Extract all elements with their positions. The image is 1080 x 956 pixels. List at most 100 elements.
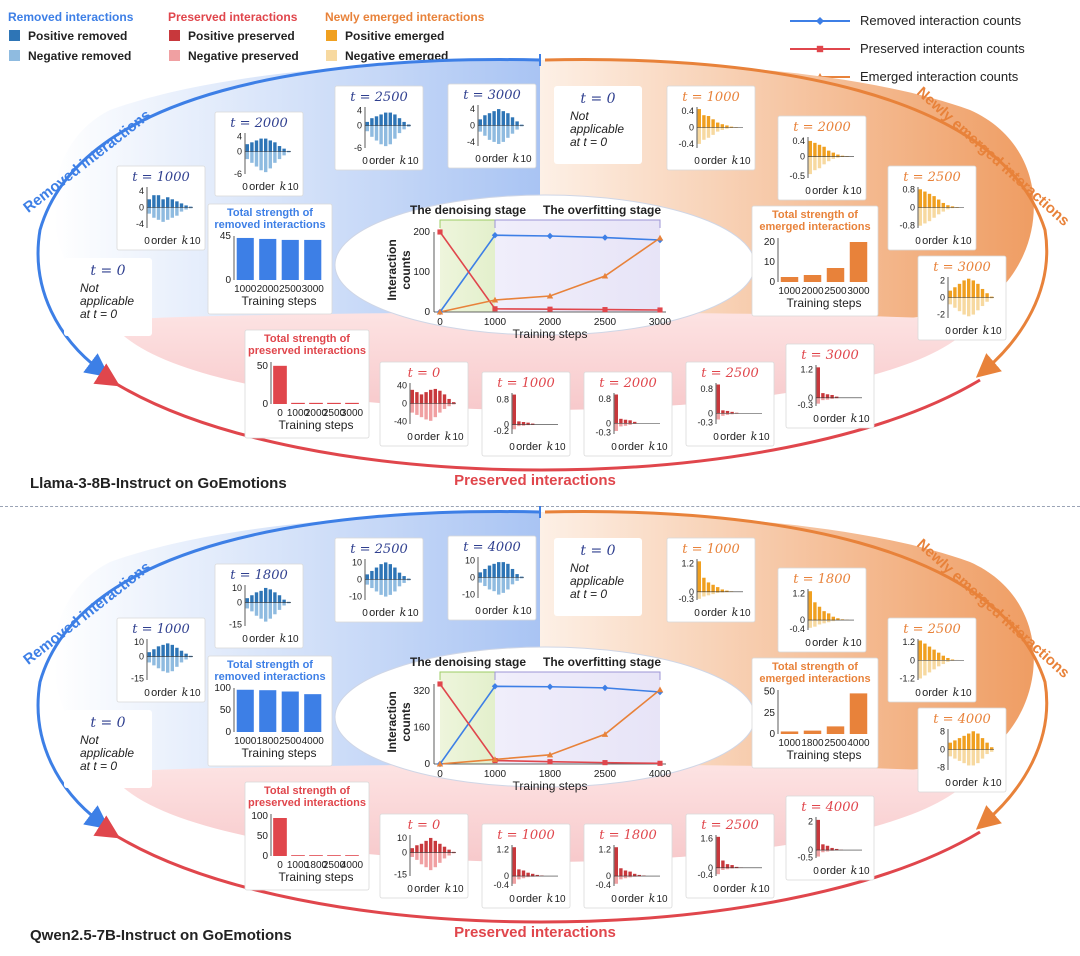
strength-x-tick: 1800 — [305, 860, 328, 871]
positive-bar — [520, 124, 524, 126]
positive-bar — [948, 742, 952, 750]
mini-chart-title: t = 2500 — [903, 170, 960, 185]
strength-bar — [273, 818, 287, 856]
strength-y-tick: 50 — [257, 361, 269, 372]
mini-x-tick: 0 — [805, 638, 811, 649]
positive-bar — [287, 601, 291, 603]
positive-bar — [721, 410, 725, 414]
negative-bar — [831, 620, 835, 622]
positive-bar — [976, 733, 980, 750]
mini-x-var: k — [445, 882, 452, 895]
positive-bar — [170, 199, 174, 208]
strength-y-tick: 0 — [769, 277, 775, 288]
negative-bar — [166, 207, 170, 220]
positive-bar — [179, 203, 184, 208]
strength-y-tick: 50 — [764, 687, 776, 698]
mini-y-tick: -6 — [354, 143, 362, 153]
strength-bar — [327, 402, 341, 404]
panel-separator — [0, 506, 1080, 507]
positive-bar — [520, 576, 524, 578]
positive-bar — [953, 287, 957, 298]
na-title: t = 0 — [90, 715, 125, 731]
positive-bar — [184, 653, 188, 657]
mini-x-tick: 10 — [554, 894, 566, 905]
negative-bar — [152, 656, 156, 666]
strength-bar — [304, 239, 322, 280]
positive-bar — [985, 742, 989, 750]
negative-bar — [245, 151, 249, 160]
mini-chart-title: t = 2500 — [701, 366, 758, 381]
strength-title: preserved interactions — [248, 797, 366, 809]
strength-title: removed interactions — [214, 219, 325, 231]
positive-bar — [808, 591, 812, 621]
positive-bar — [813, 142, 817, 157]
positive-bar — [971, 280, 975, 298]
main-x-tick: 1800 — [539, 769, 562, 780]
series-point — [437, 229, 443, 235]
strength-title: Total strength of — [772, 661, 858, 673]
strength-x-tick: 1000 — [778, 286, 801, 297]
mini-x-tick: 0 — [915, 688, 921, 699]
mini-x-tick: 0 — [407, 432, 413, 443]
mini-chart-title: t = 1000 — [497, 376, 554, 391]
strength-frame — [751, 205, 879, 317]
mini-chart-frame — [583, 823, 673, 909]
negative-bar — [619, 423, 623, 427]
strength-x-tick: 1000 — [778, 738, 801, 749]
negative-bar — [379, 125, 383, 145]
mini-y-tick: 4 — [237, 132, 242, 142]
negative-bar — [937, 207, 941, 215]
mini-chart-title: t = 4000 — [933, 712, 990, 727]
strength-x-tick: 3000 — [302, 284, 325, 295]
negative-bar — [531, 876, 535, 877]
series-point — [547, 306, 553, 312]
negative-bar — [175, 207, 179, 216]
positive-bar — [478, 119, 482, 126]
mini-chart-title: t = 1800 — [230, 568, 287, 583]
negative-bar — [971, 749, 975, 766]
negative-bar — [808, 156, 812, 175]
mini-y-tick: 0 — [139, 203, 144, 213]
positive-bar — [535, 874, 539, 877]
series-point — [546, 683, 554, 690]
main-x-tick: 0 — [437, 769, 443, 780]
negative-bar — [515, 125, 519, 130]
negative-bar — [388, 125, 392, 145]
main-y-tick: 100 — [413, 267, 430, 278]
negative-bar — [521, 424, 526, 426]
positive-bar — [702, 115, 706, 128]
mini-x-var: k — [983, 776, 990, 789]
negative-bar — [402, 579, 406, 583]
mini-chart-frame — [685, 361, 775, 447]
mini-x-tick: 10 — [520, 154, 532, 165]
mini-x-tick: 0 — [713, 432, 719, 443]
mini-x-label: order — [414, 883, 440, 895]
mini-x-label: order — [701, 155, 727, 167]
positive-bar — [407, 578, 411, 580]
mini-x-tick: 0 — [362, 156, 368, 167]
negative-bar — [716, 127, 720, 132]
legend-title: Removed interactions — [8, 10, 134, 24]
positive-bar — [156, 646, 161, 657]
strength-bar — [236, 689, 254, 732]
mini-chart-title: t = 0 — [408, 818, 441, 833]
negative-bar — [370, 125, 374, 137]
strength-x-label: Training steps — [242, 746, 317, 760]
mini-x-tick: 10 — [758, 432, 770, 443]
positive-bar — [730, 411, 734, 414]
positive-bar — [452, 851, 456, 853]
negative-bar — [419, 852, 424, 865]
negative-bar — [623, 423, 628, 426]
positive-bar — [706, 582, 711, 592]
positive-bar — [492, 111, 496, 126]
positive-bar — [384, 562, 388, 580]
positive-bar — [152, 195, 156, 208]
negative-bar — [433, 852, 437, 868]
mini-chart-frame — [481, 823, 571, 909]
mini-x-tick: 0 — [805, 186, 811, 197]
mini-x-label: order — [820, 413, 846, 425]
